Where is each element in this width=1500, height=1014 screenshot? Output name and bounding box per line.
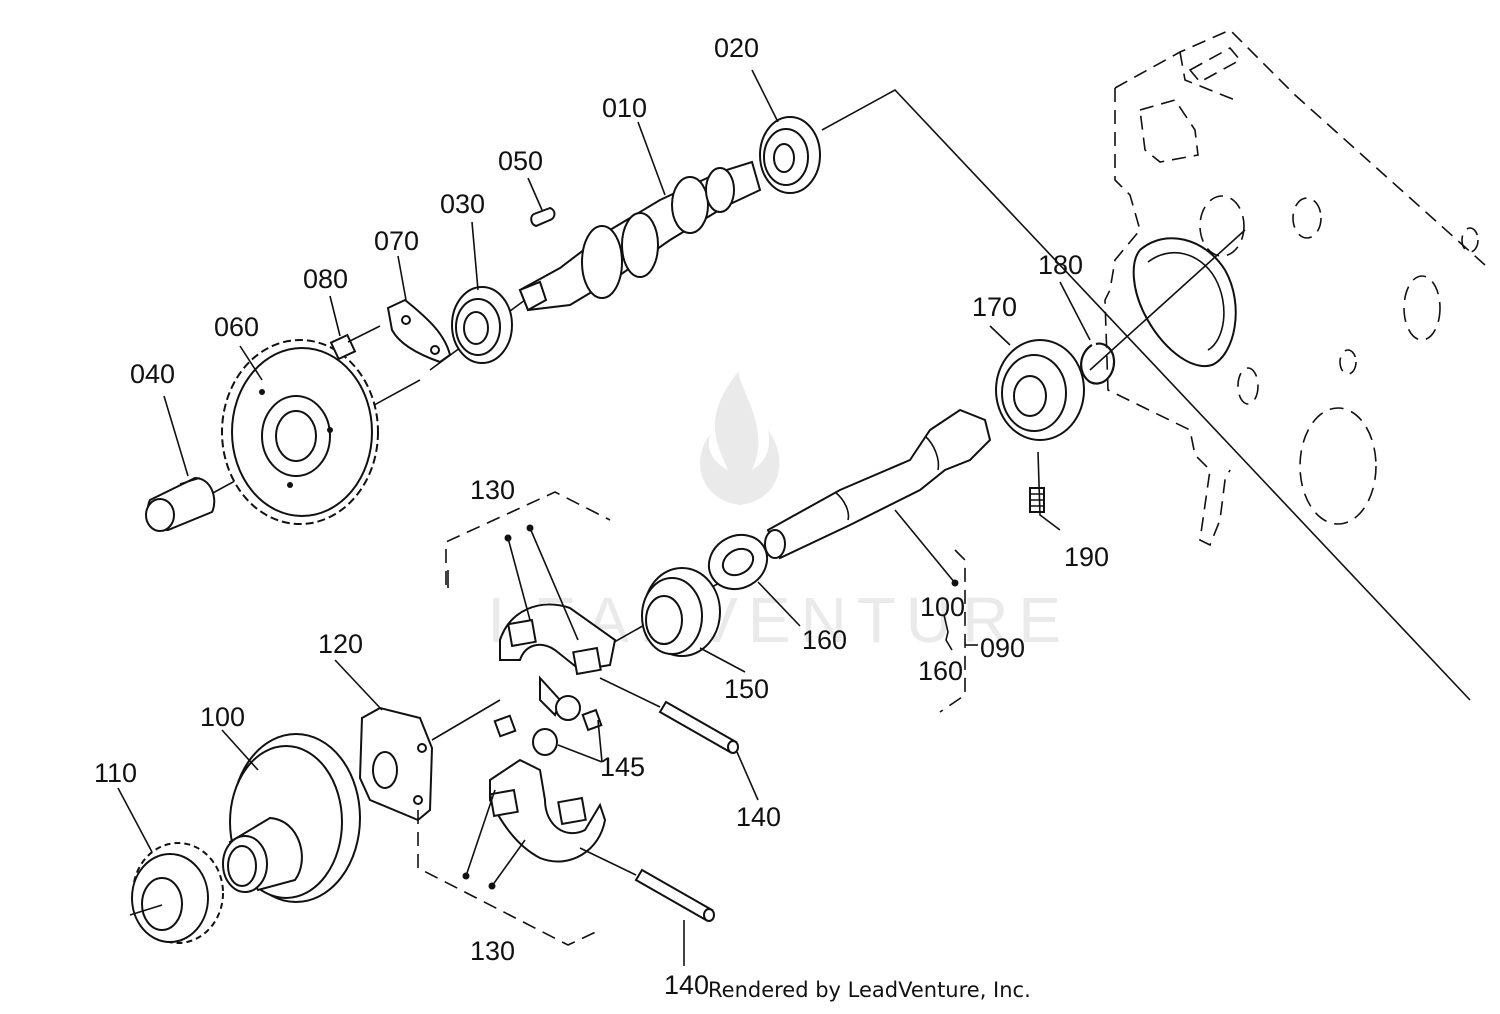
part-140-pin-upper [599,677,739,754]
part-060-gear [221,339,379,525]
part-130-upper-weight [499,603,617,717]
callout-060: 060 [214,312,259,342]
part-140-pin-lower [579,847,715,922]
part-050-key [530,206,556,228]
callout-160: 160 [802,625,847,655]
callout-040: 040 [130,359,175,389]
callout-170: 170 [972,292,1017,322]
bracket-130-lower [417,810,601,946]
part-010-camshaft [518,160,762,312]
part-100-cup [222,733,361,903]
callout-120: 120 [318,629,363,659]
callout-150: 150 [724,674,769,704]
callout-100-range-start: 100 [920,592,965,622]
callout-050: 050 [498,146,543,176]
callout-190: 190 [1064,542,1109,572]
callout-020: 020 [714,33,759,63]
leader-block-outline [821,89,1471,701]
part-080-bolt [329,325,381,361]
part-150-sleeve [641,567,721,657]
callout-080: 080 [303,264,348,294]
bracket-090 [939,549,966,713]
callout-145: 145 [600,752,645,782]
flame-logo-icon [700,372,780,505]
credit-text: Rendered by LeadVenture, Inc. [708,978,1031,1002]
part-145-pins [493,695,603,756]
engine-block [1104,29,1486,547]
callout-110: 110 [94,758,137,788]
callout-180: 180 [1038,250,1083,280]
callout-140-lower: 140 [664,970,709,1000]
bracket-130-upper [445,491,611,585]
part-110-gear [129,842,224,944]
part-180-snap-ring [1080,342,1116,385]
part-090-governor-shaft [764,408,992,560]
callout-090: 090 [980,633,1025,663]
part-020-bearing [759,116,821,194]
part-170-bearing [995,339,1085,441]
part-130-lower-weight [489,758,607,863]
part-160-washer [707,533,769,591]
part-040-bushing [145,476,216,532]
part-120-block [358,699,501,822]
part-070-plate [386,298,452,364]
part-190-screw [1029,487,1045,513]
callout-140-upper: 140 [736,802,781,832]
part-030-bearing [451,286,513,364]
callout-010: 010 [602,93,647,123]
callout-070: 070 [374,226,419,256]
callout-130-upper: 130 [470,475,515,505]
callout-030: 030 [440,189,485,219]
callout-130-lower: 130 [470,936,515,966]
callout-160-range-end: 160 [918,656,963,686]
callout-100: 100 [200,702,245,732]
